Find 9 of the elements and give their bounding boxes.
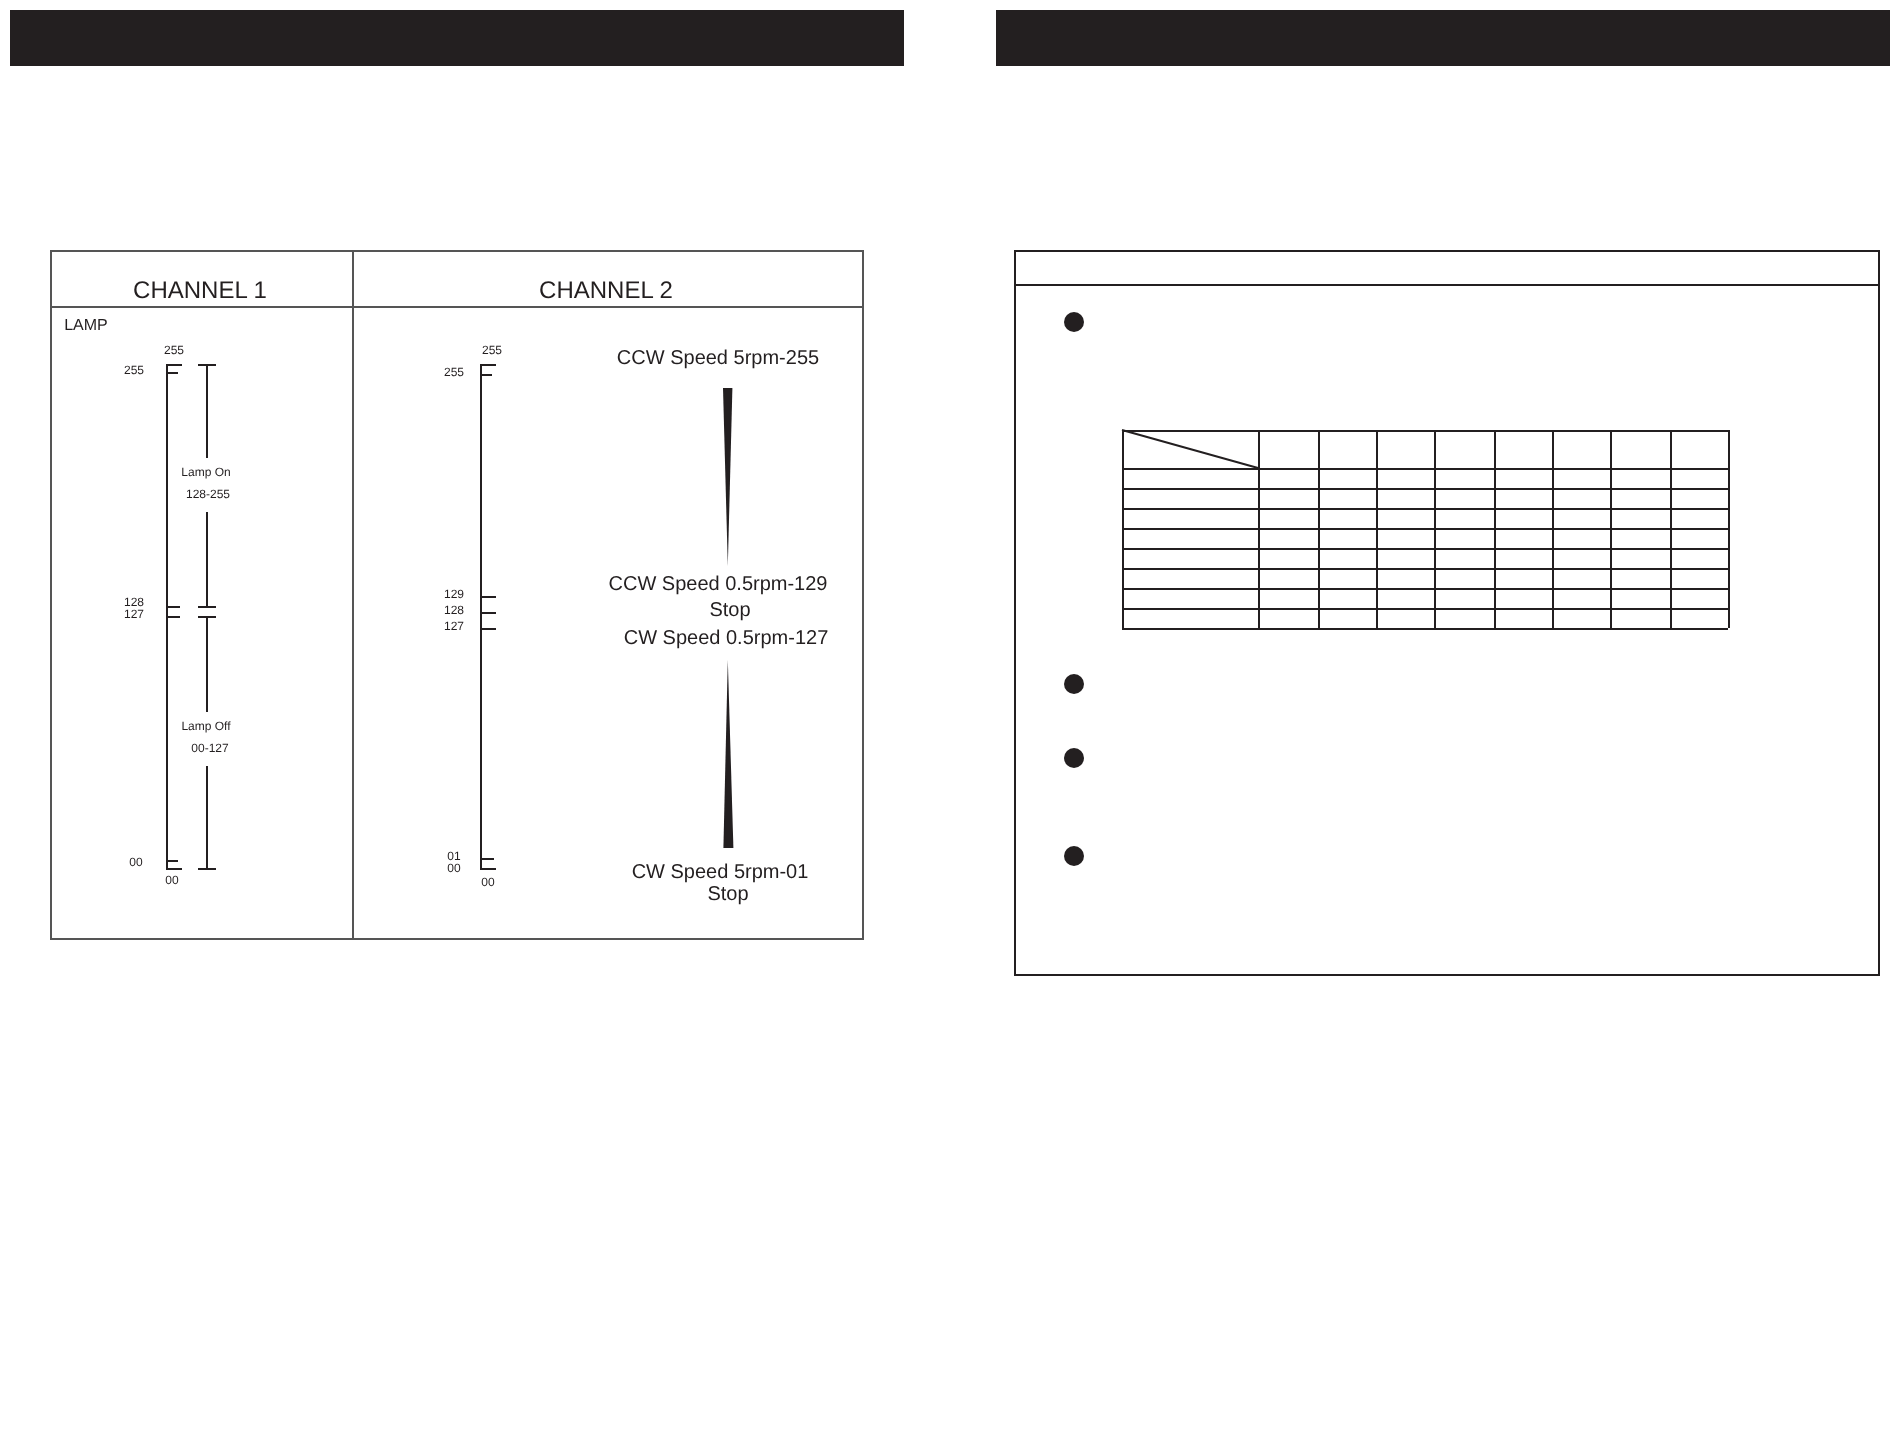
speed-label: CCW Speed 0.5rpm-129: [608, 576, 828, 596]
stop-label: Stop: [709, 602, 751, 622]
speed-label: CCW Speed 5rpm-255: [616, 350, 820, 370]
column-header: CHANNEL 1: [133, 278, 267, 302]
channel-name: LAMP: [64, 318, 108, 334]
speed-label: CW Speed 0.5rpm-127: [623, 630, 829, 650]
stop-label: Stop: [707, 886, 749, 906]
column-header: CHANNEL 2: [539, 278, 673, 302]
speed-label: CW Speed 5rpm-01: [631, 864, 809, 884]
